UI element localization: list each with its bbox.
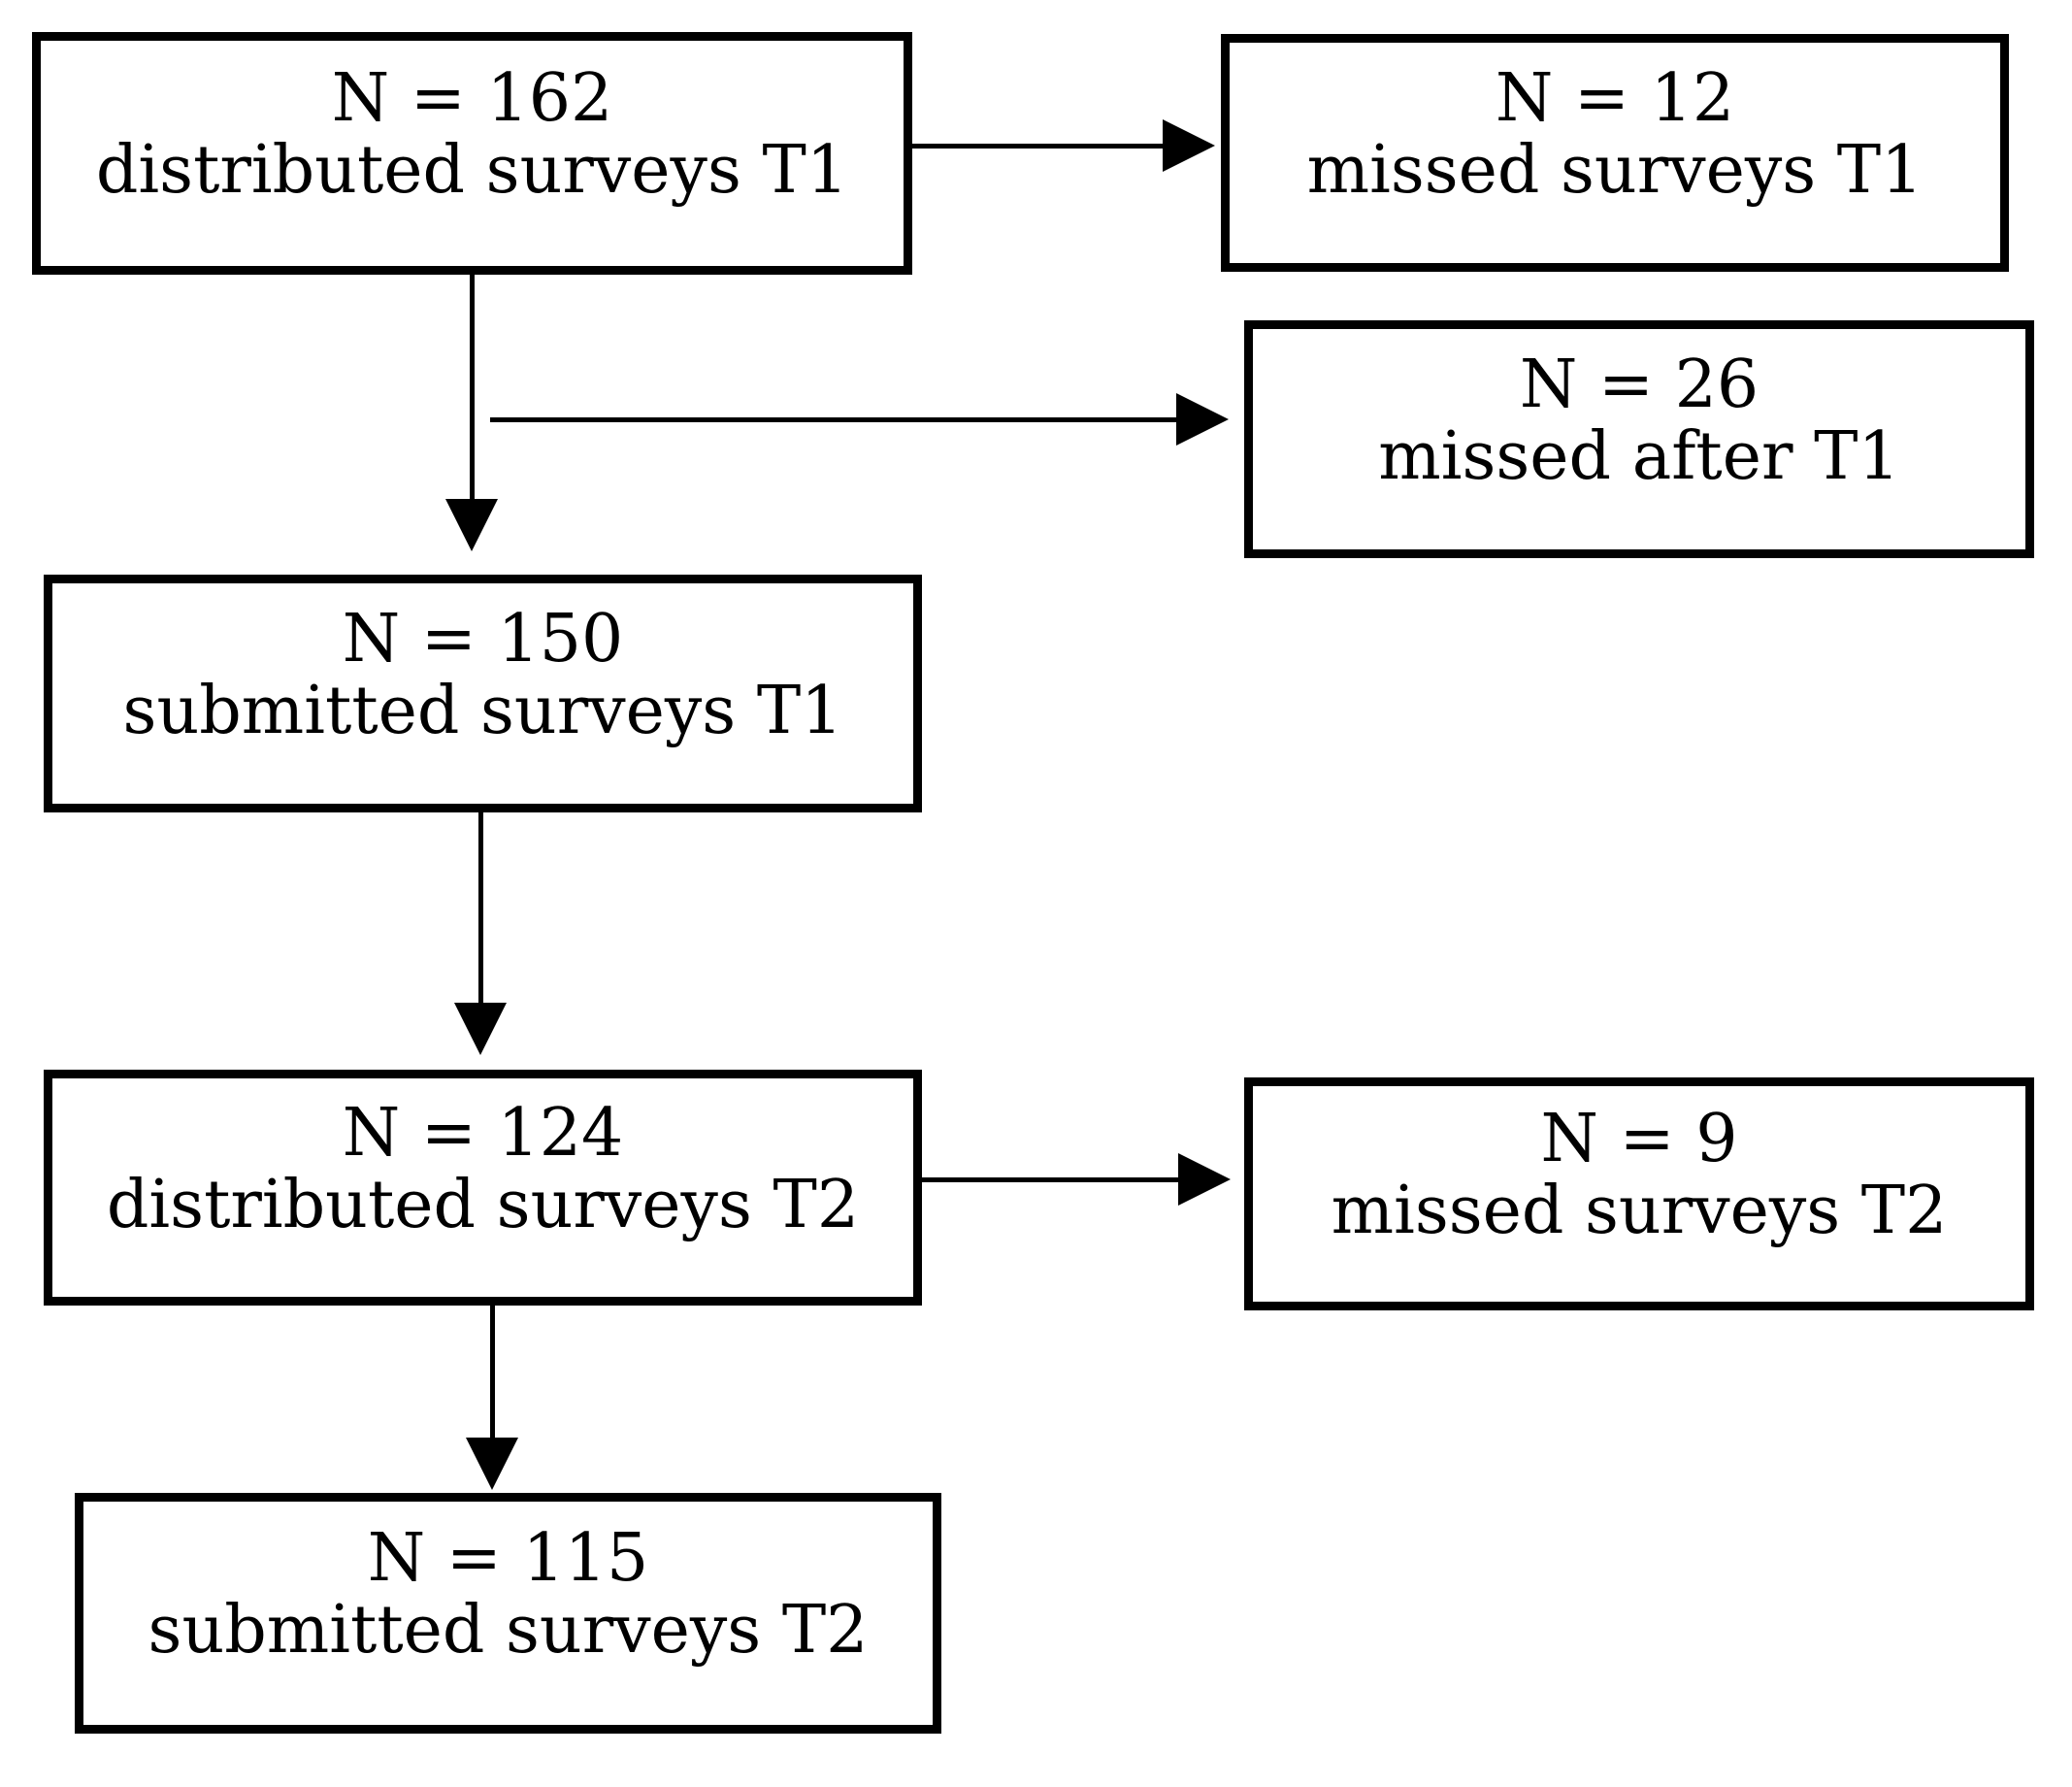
box-n-value: N = 9 [1540,1101,1738,1177]
arrow-line-distributed-t1-to-submitted-t1 [470,275,475,503]
box-caption: submitted surveys T1 [122,672,843,749]
box-n-value: N = 124 [342,1094,624,1172]
arrowhead-missed-t1 [1163,119,1215,172]
arrowhead-submitted-t1 [445,499,498,551]
box-missed-surveys-t2: N = 9 missed surveys T2 [1244,1077,2034,1310]
box-n-value: N = 150 [342,600,624,678]
box-n-value: N = 26 [1519,346,1760,423]
box-n-value: N = 162 [331,60,613,137]
box-caption: submitted surveys T2 [148,1592,869,1669]
arrow-line-distributed-t2-to-submitted-t2 [490,1306,495,1441]
arrowhead-missed-after-t1 [1176,393,1229,446]
arrow-line-distributed-t1-to-missed-after-t1 [490,417,1181,422]
box-distributed-surveys-t2: N = 124 distributed surveys T2 [44,1070,922,1306]
box-caption: missed surveys T2 [1331,1173,1948,1249]
box-submitted-surveys-t2: N = 115 submitted surveys T2 [75,1493,941,1734]
box-distributed-surveys-t1: N = 162 distributed surveys T1 [32,32,912,275]
arrowhead-distributed-t2 [454,1003,507,1055]
box-submitted-surveys-t1: N = 150 submitted surveys T1 [44,575,922,812]
box-caption: distributed surveys T1 [95,132,849,209]
arrow-line-submitted-t1-to-distributed-t2 [478,812,483,1007]
box-missed-surveys-t1: N = 12 missed surveys T1 [1221,34,2009,272]
box-missed-after-t1: N = 26 missed after T1 [1244,320,2034,558]
arrowhead-missed-t2 [1178,1153,1231,1206]
arrow-line-distributed-t1-to-missed-t1 [912,144,1167,149]
box-n-value: N = 115 [367,1520,649,1597]
box-caption: missed surveys T1 [1306,131,1924,209]
arrow-line-distributed-t2-to-missed-t2 [922,1177,1182,1182]
box-caption: distributed surveys T2 [106,1166,860,1243]
box-caption: missed after T1 [1378,417,1900,495]
arrowhead-submitted-t2 [466,1438,518,1490]
box-n-value: N = 12 [1495,59,1735,137]
